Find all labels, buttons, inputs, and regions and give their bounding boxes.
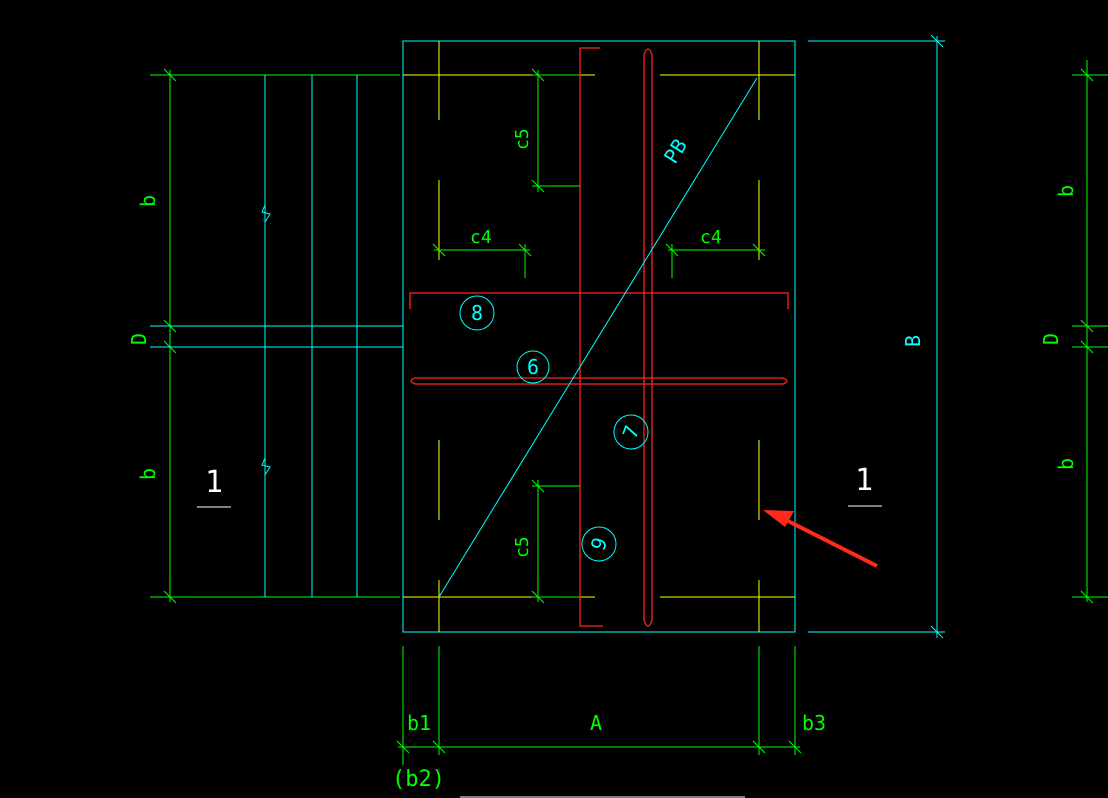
- dim-label-b-right-bottom: b: [1054, 458, 1078, 470]
- rebar-marker-6-label: 6: [527, 355, 539, 379]
- right-partial-dimension: [1072, 60, 1108, 604]
- pb-diagonal: [438, 77, 758, 598]
- b-dimension: [808, 34, 945, 639]
- yellow-wall-lines: [403, 41, 795, 632]
- rebar-marker-6: 6: [516, 350, 550, 384]
- dim-label-c5-top: c5: [512, 128, 533, 150]
- platform-outline: [402, 40, 796, 633]
- dim-label-a: A: [590, 711, 602, 735]
- dim-label-c5-bottom: c5: [512, 536, 533, 558]
- inner-dim-lines: [432, 68, 766, 604]
- section-mark-left: 1: [205, 465, 223, 500]
- dim-label-b2: (b2): [392, 767, 445, 792]
- annotation-arrow: [763, 510, 878, 568]
- break-mark-bottom: [261, 457, 271, 476]
- bottom-dimension-lines: [396, 646, 802, 765]
- red-rebars: [409, 47, 789, 627]
- left-stair-lines: [150, 75, 403, 597]
- dim-label-b-bottom: b: [136, 468, 160, 480]
- dim-label-big-b: B: [901, 335, 925, 347]
- rebar-marker-8-label: 8: [471, 301, 483, 325]
- dim-label-b3: b3: [802, 711, 826, 735]
- dim-label-d-right: D: [1039, 333, 1063, 345]
- rebar-marker-8: 8: [459, 295, 495, 331]
- section-mark-right: 1: [855, 463, 873, 498]
- break-mark-top: [261, 204, 271, 223]
- dim-label-c4-left: c4: [470, 227, 492, 248]
- dim-label-d-left: D: [127, 333, 151, 345]
- dim-label-c4-right: c4: [700, 227, 722, 248]
- dim-label-b1: b1: [407, 711, 431, 735]
- dim-label-b-top: b: [136, 195, 160, 207]
- dim-label-b-right-top: b: [1054, 185, 1078, 197]
